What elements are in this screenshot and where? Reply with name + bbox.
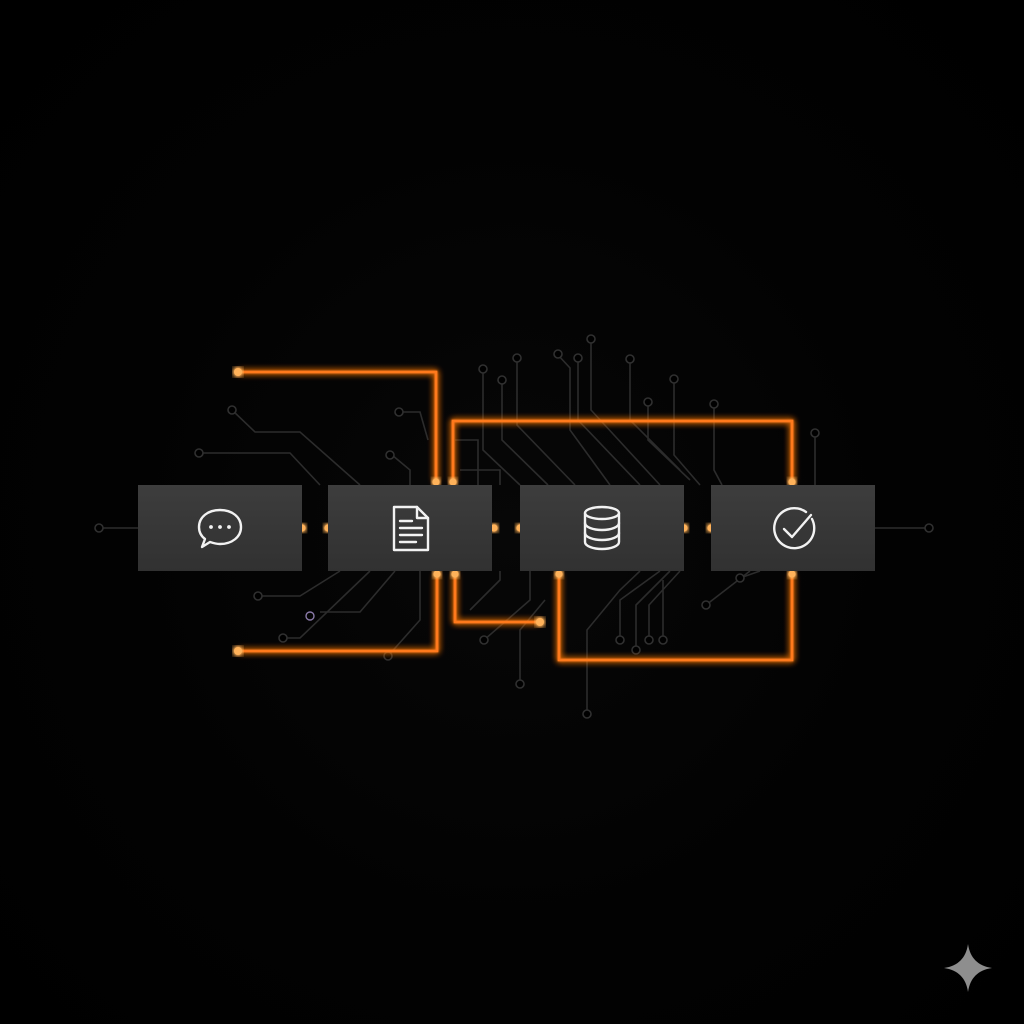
node-database: [520, 485, 684, 571]
chat-bubble-icon: [197, 508, 243, 549]
database-icon: [583, 505, 621, 551]
connector-document-bottom-stub: [453, 574, 540, 624]
document-icon: [392, 505, 430, 552]
connector-database-to-check-bottom: [557, 574, 794, 662]
node-check: [711, 485, 875, 571]
glowing-connectors: [234, 368, 796, 662]
connector-document-to-check-top: [451, 419, 794, 482]
node-message: [138, 485, 302, 571]
node-document: [328, 485, 492, 571]
connector-bottom-left: [238, 574, 439, 653]
sparkle-icon: [944, 944, 992, 992]
check-circle-icon: [773, 507, 816, 550]
stray-node-dot: [305, 611, 315, 621]
background-circuit-traces: [94, 334, 934, 719]
connector-top-left: [238, 370, 438, 482]
